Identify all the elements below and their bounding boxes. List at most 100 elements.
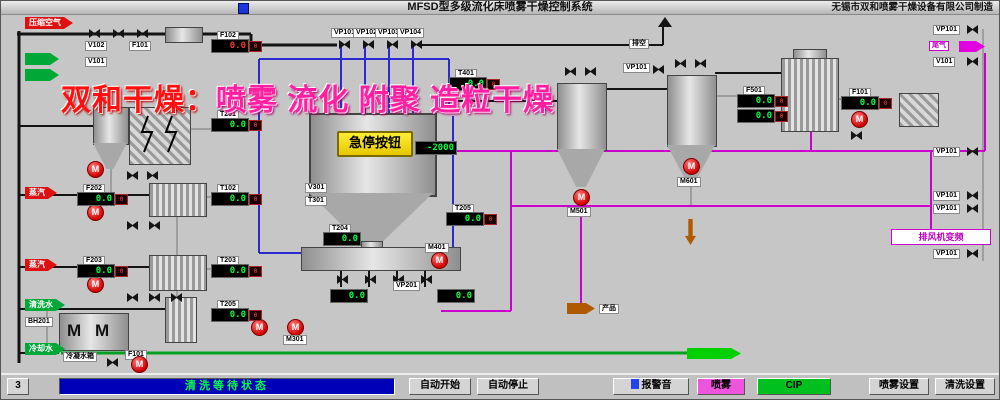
pump-icon[interactable]: M: [251, 319, 268, 336]
pump-icon[interactable]: M: [131, 356, 148, 373]
valve-icon[interactable]: [967, 25, 978, 34]
inlet-arrow-steam-2: 蒸汽: [25, 259, 57, 271]
valve-icon[interactable]: [127, 171, 138, 180]
auto-start-button[interactable]: 自动开始: [409, 378, 471, 395]
valve-icon[interactable]: [127, 293, 138, 302]
valve-icon[interactable]: [675, 59, 686, 68]
tag-v101-r: V101: [933, 57, 956, 67]
valve-icon[interactable]: [147, 171, 158, 180]
auto-stop-button[interactable]: 自动停止: [477, 378, 539, 395]
valve-icon[interactable]: [137, 29, 148, 38]
valve-icon[interactable]: [149, 293, 160, 302]
exhaust-arrow: [658, 17, 672, 27]
tag-m301: M301: [283, 335, 307, 345]
page-button[interactable]: 3: [7, 378, 29, 395]
valve-icon[interactable]: [851, 131, 862, 140]
pump-icon[interactable]: M: [87, 204, 104, 221]
valve-icon[interactable]: [421, 275, 432, 284]
window-title: MFSD型多级流化床喷雾干燥控制系统: [407, 1, 593, 13]
valve-icon[interactable]: [411, 40, 422, 49]
heat-exchanger-b: [149, 255, 207, 291]
tag-vp101-r1: VP101: [933, 25, 961, 35]
tag-vp104: VP104: [397, 28, 425, 38]
clean-settings-button[interactable]: 清洗设置: [935, 378, 995, 395]
inline-filter: [165, 27, 203, 43]
inlet-arrow-feed-1: [25, 53, 59, 65]
value-display-vp201-2: 0.0: [437, 289, 475, 303]
valve-icon[interactable]: [149, 221, 160, 230]
silencer: [899, 93, 939, 127]
tag-vp101-exhaust: VP101: [623, 63, 651, 73]
valve-icon[interactable]: [967, 147, 978, 156]
pump-icon[interactable]: M: [87, 161, 104, 178]
pump-icon[interactable]: M: [431, 252, 448, 269]
valve-icon[interactable]: [653, 65, 664, 74]
tag-exhaust: 排空: [629, 39, 649, 49]
tag-v101: V101: [85, 57, 108, 67]
manufacturer-label: 无锡市双和喷雾干燥设备有限公司制造: [831, 2, 993, 13]
valve-icon[interactable]: [967, 249, 978, 258]
pump-icon[interactable]: M: [851, 111, 868, 128]
valve-icon[interactable]: [967, 204, 978, 213]
pump-icon[interactable]: M: [287, 319, 304, 336]
valve-icon[interactable]: [171, 293, 182, 302]
valve-icon[interactable]: [89, 29, 100, 38]
spray-settings-button[interactable]: 喷雾设置: [869, 378, 929, 395]
pump-icon[interactable]: M: [87, 276, 104, 293]
pump-icon[interactable]: M: [683, 158, 700, 175]
valve-icon[interactable]: [565, 67, 576, 76]
valve-icon[interactable]: [387, 40, 398, 49]
tag-condensate-tank: 冷凝水箱: [63, 352, 97, 362]
tag-m601: M601: [677, 177, 701, 187]
valve-icon[interactable]: [113, 29, 124, 38]
pump-icon[interactable]: M: [573, 189, 590, 206]
tag-f101: F101: [129, 41, 151, 51]
valve-icon[interactable]: [337, 275, 348, 284]
valve-icon[interactable]: [393, 275, 404, 284]
valve-icon[interactable]: [365, 275, 376, 284]
alarm-sound-button[interactable]: 报警音: [613, 378, 689, 395]
condenser: [781, 58, 839, 132]
vertical-heater: [165, 297, 197, 343]
tag-t301: T301: [305, 196, 327, 206]
emergency-stop-button[interactable]: 急停按钮: [337, 131, 413, 157]
alarm-icon: [630, 379, 639, 389]
inlet-arrow-compressed-air: 压缩空气: [25, 17, 73, 29]
tag-vp101-r3: VP101: [933, 191, 961, 201]
valve-icon[interactable]: [363, 40, 374, 49]
spray-button[interactable]: 喷雾: [697, 378, 745, 395]
valve-icon[interactable]: [695, 59, 706, 68]
valve-icon[interactable]: [127, 221, 138, 230]
valve-icon[interactable]: [585, 67, 596, 76]
tag-v301: V301: [305, 183, 328, 193]
tag-bh201: BH201: [25, 317, 53, 327]
tag-vp101-r4: VP101: [933, 204, 961, 214]
cyclone-small: [93, 107, 129, 145]
valve-icon[interactable]: [967, 191, 978, 200]
valve-icon[interactable]: [107, 358, 118, 367]
vacuum-display: -2000: [415, 141, 457, 155]
valve-icon[interactable]: [339, 40, 350, 49]
inlet-arrow-cip-water: 清洗水: [25, 299, 65, 311]
tag-vp101-r2: VP101: [933, 147, 961, 157]
cyclone-b: [667, 75, 717, 147]
product-arrow: [567, 303, 595, 314]
heat-exchanger-a: [149, 183, 207, 217]
cip-button[interactable]: CIP: [757, 378, 831, 395]
title-bar: MFSD型多级流化床喷雾干燥控制系统 无锡市双和喷雾干燥设备有限公司制造: [1, 1, 999, 15]
exhaust-fan-label: 排风机变频: [891, 229, 991, 245]
tag-tailgas: 尾气: [929, 41, 949, 51]
valve-icon[interactable]: [967, 57, 978, 66]
tailgas-arrow: [959, 41, 985, 52]
